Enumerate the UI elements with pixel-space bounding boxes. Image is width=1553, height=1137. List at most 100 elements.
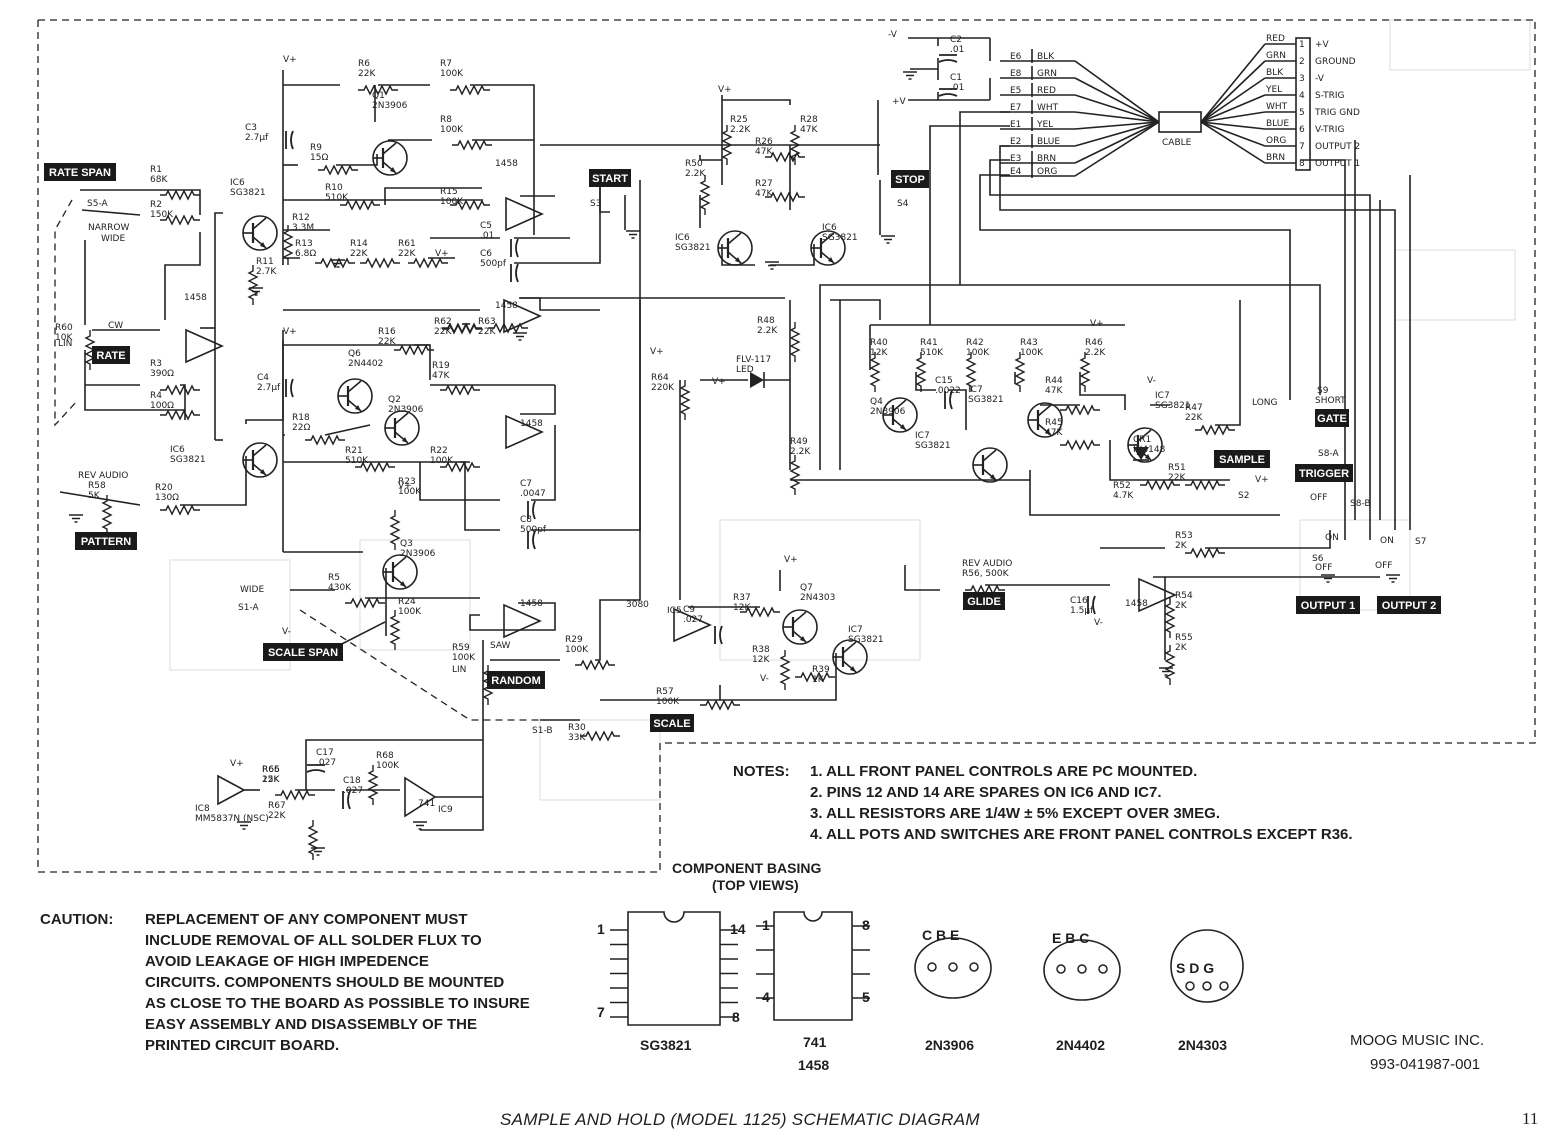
misc-label: SHORT [1315, 396, 1346, 406]
component-designator: R38 [752, 645, 770, 655]
svg-text:AS CLOSE TO THE BOARD AS POSSI: AS CLOSE TO THE BOARD AS POSSIBLE TO INS… [145, 995, 530, 1012]
component-designator: IC7 [915, 431, 930, 441]
svg-text:2. PINS 12 AND 14 ARE SPARES: 2. PINS 12 AND 14 ARE SPARES ON IC6 AND … [810, 784, 1161, 801]
component-value: 22K [1168, 473, 1186, 483]
panel-label-random: RANDOM [487, 671, 545, 689]
component-designator: R65 [262, 765, 280, 775]
component-value: 390Ω [150, 369, 174, 379]
switch-label: S3 [590, 199, 601, 209]
component-value: .01 [480, 231, 494, 241]
connector-color-label: RED [1266, 34, 1285, 44]
edge-pin-label: E8 [1010, 69, 1022, 79]
component-value: 47K [755, 147, 773, 157]
component-value: 100K [565, 645, 589, 655]
diagram-title: SAMPLE AND HOLD (MODEL 1125) SCHEMATIC D… [500, 1110, 980, 1129]
switch-label: S2 [1238, 491, 1249, 501]
component-value: 510K [325, 193, 349, 203]
panel-label-text: GATE [1317, 413, 1347, 425]
component-value: 100K [440, 197, 464, 207]
component-value: .027 [343, 786, 363, 796]
component-value: 3.3M [292, 223, 314, 233]
connector-color-label: WHT [1266, 102, 1288, 112]
component-designator: R10 [325, 183, 343, 193]
component-designator: R51 [1168, 463, 1186, 473]
component-value: LED [736, 365, 754, 375]
panel-label-text: RATE [96, 350, 125, 362]
component-value: IN4148 [1133, 445, 1166, 455]
connector-pin-number: 3 [1299, 74, 1305, 84]
svg-text:5: 5 [862, 989, 870, 1005]
component-value: SG3821 [170, 455, 206, 465]
component-designator: R44 [1045, 376, 1063, 386]
svg-text:14: 14 [730, 921, 746, 937]
component-designator: R63 [478, 317, 496, 327]
panel-label-text: OUTPUT 1 [1301, 600, 1355, 612]
component-value: 2.2K [685, 169, 706, 179]
connector-color-label: BLUE [1266, 119, 1289, 129]
component-value: 430K [328, 583, 352, 593]
svg-text:741: 741 [803, 1034, 827, 1050]
component-designator: C15 [935, 376, 953, 386]
component-value: MM5837N (NSC) [195, 814, 269, 824]
component-designator: IC6 [822, 223, 837, 233]
svg-text:2N3906: 2N3906 [925, 1037, 974, 1053]
component-value: SG3821 [968, 395, 1004, 405]
svg-text:(TOP VIEWS): (TOP VIEWS) [712, 877, 799, 893]
panel-label-text: SCALE [653, 718, 690, 730]
panel-label-text: SAMPLE [1219, 454, 1265, 466]
component-c4: C42.7μf [257, 373, 281, 393]
misc-label: V+ [435, 249, 449, 259]
switch-label: S7 [1415, 537, 1426, 547]
connector-function-label: OUTPUT 1 [1315, 159, 1360, 169]
misc-label: V+ [398, 481, 412, 491]
component-c5: C5.01 [480, 221, 494, 241]
cable-box [1158, 111, 1202, 133]
component-value: 2N3906 [388, 405, 424, 415]
svg-text:INCLUDE REMOVAL OF ALL SOLDER: INCLUDE REMOVAL OF ALL SOLDER FLUX TO [145, 932, 482, 949]
component-designator: R27 [755, 179, 773, 189]
component-designator: Q4 [870, 397, 883, 407]
connector-color-label: GRN [1266, 51, 1286, 61]
panel-label-gate: GATE [1315, 409, 1349, 427]
component-designator: FLV-117 [736, 355, 771, 365]
component-designator: Q7 [800, 583, 813, 593]
component-designator: R15 [440, 187, 458, 197]
svg-text:EASY ASSEMBLY AND DISASSEMBLY: EASY ASSEMBLY AND DISASSEMBLY OF THE [145, 1016, 477, 1033]
misc-label: SAW [490, 641, 511, 651]
component-designator: R47 [1185, 403, 1203, 413]
component-value: 1K [812, 675, 825, 685]
component-value: 47K [1045, 428, 1063, 438]
switch-label: S9 [1317, 386, 1329, 396]
maker-block: MOOG MUSIC INC. 993-041987-001 [1350, 1032, 1484, 1073]
svg-text:993-041987-001: 993-041987-001 [1370, 1056, 1480, 1073]
edge-pin-label: E4 [1010, 167, 1022, 177]
component-designator: R54 [1175, 591, 1193, 601]
connector-pin-number: 5 [1299, 108, 1305, 118]
component-designator: Q1 [372, 91, 385, 101]
component-value: .0047 [520, 489, 546, 499]
component-designator: R8 [440, 115, 452, 125]
component-designator: R57 [656, 687, 674, 697]
misc-label: OFF [1315, 563, 1332, 573]
component-designator: R12 [292, 213, 310, 223]
panel-label-sample: SAMPLE [1214, 450, 1270, 468]
component-value: 2.2K [757, 326, 778, 336]
component-designator: R19 [432, 361, 450, 371]
component-value: 100K [656, 697, 680, 707]
